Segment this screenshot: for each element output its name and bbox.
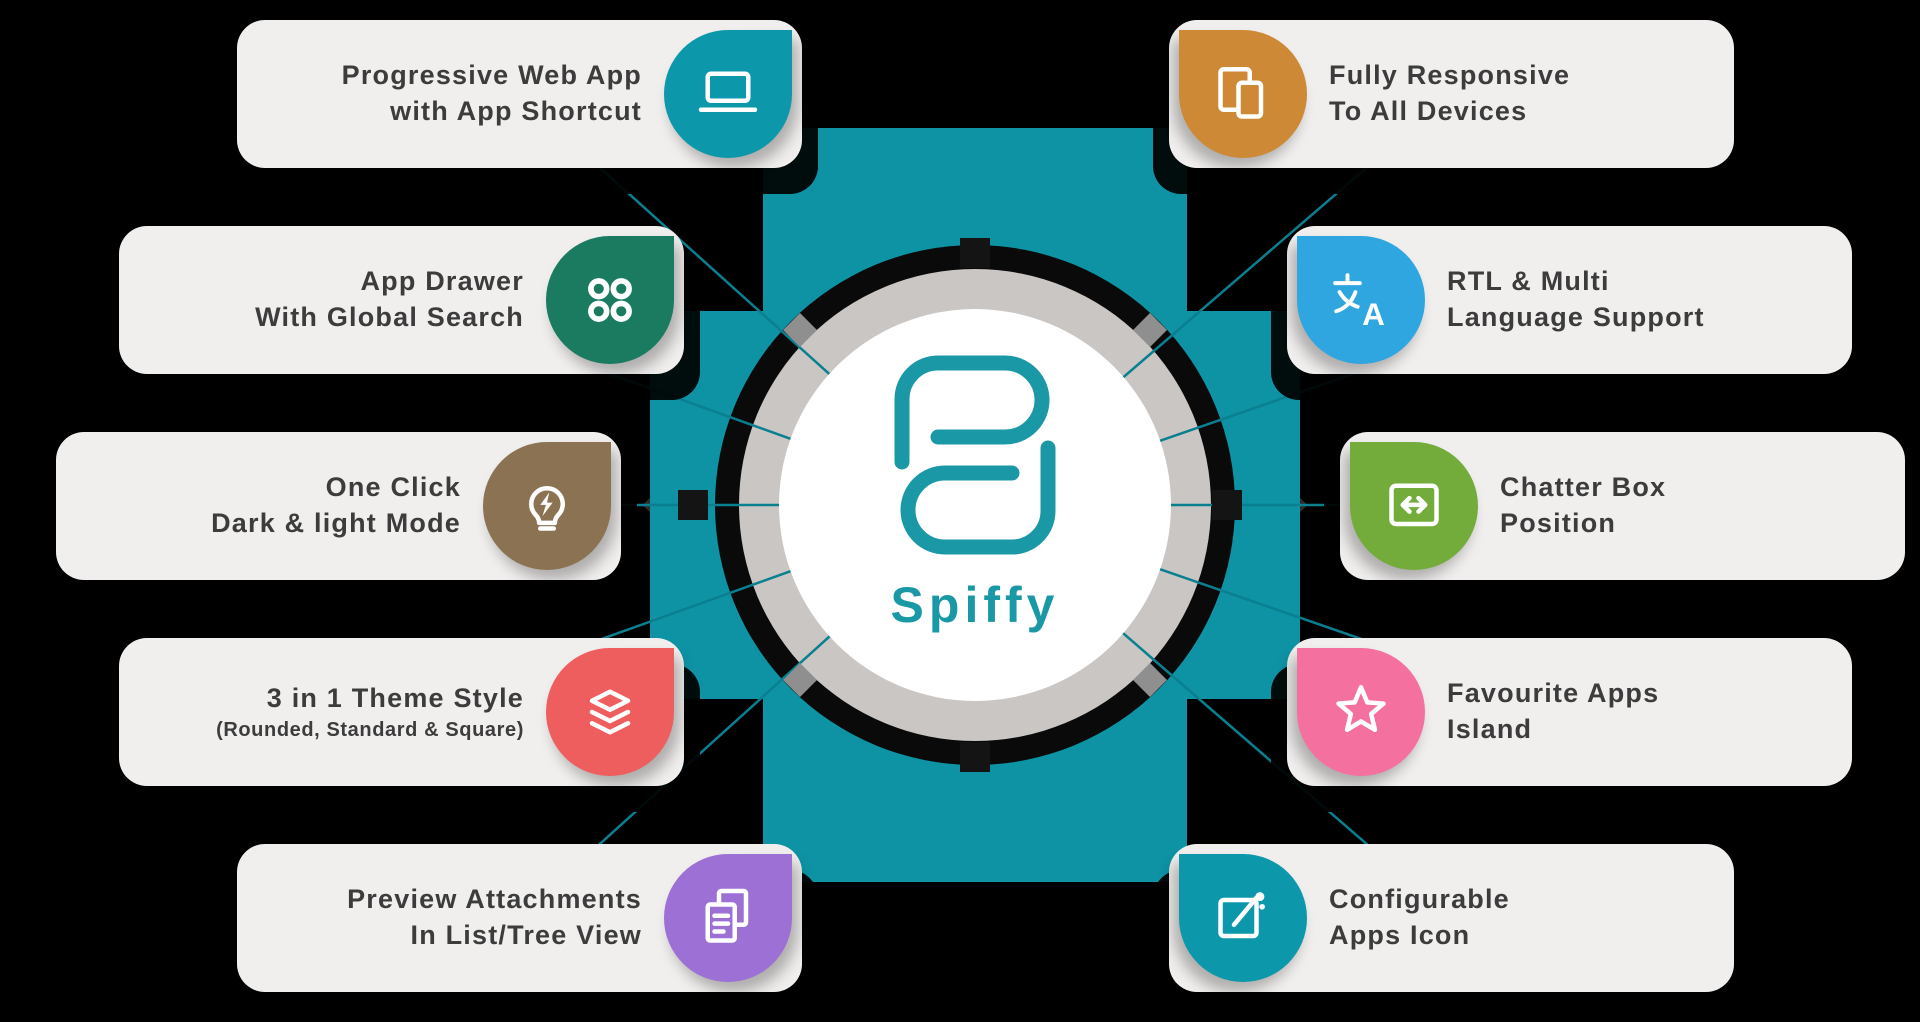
feature-card-favourite-apps: Favourite Apps Island xyxy=(1287,638,1852,786)
leaf-badge xyxy=(1179,30,1307,158)
ring-notches xyxy=(678,238,1242,772)
dark-light-mode-icon xyxy=(529,486,565,531)
chatter-box-icon xyxy=(1389,483,1439,527)
feature-line1: Progressive Web App xyxy=(341,60,642,91)
feature-line1: Fully Responsive xyxy=(1329,60,1571,91)
theme-layers-icon xyxy=(589,689,631,735)
laptop-icon xyxy=(698,71,758,112)
feature-card-preview-attachments: Preview Attachments In List/Tree View xyxy=(237,844,802,992)
feature-line2: With Global Search xyxy=(255,302,524,332)
feature-line2: (Rounded, Standard & Square) xyxy=(216,718,524,741)
feature-line1: 3 in 1 Theme Style xyxy=(266,682,524,713)
feature-line2: In List/Tree View xyxy=(410,920,642,950)
feature-line1: Preview Attachments xyxy=(347,884,642,915)
spiffy-wordmark: Spiffy xyxy=(890,577,1060,633)
feature-card-configurable-apps: Configurable Apps Icon xyxy=(1169,844,1734,992)
leaf-badge xyxy=(1179,854,1307,982)
feature-line2: with App Shortcut xyxy=(390,96,642,126)
feature-label: Preview Attachments In List/Tree View xyxy=(237,882,664,953)
translate-icon: A xyxy=(1333,273,1385,332)
hub-white-circle xyxy=(779,309,1171,701)
feature-card-app-drawer: App Drawer With Global Search xyxy=(119,226,684,374)
feature-line2: To All Devices xyxy=(1329,96,1528,126)
feature-label: Favourite Apps Island xyxy=(1425,676,1852,747)
responsive-devices-icon xyxy=(1218,67,1264,119)
leaf-badge xyxy=(1297,648,1425,776)
feature-line1: RTL & Multi xyxy=(1447,266,1610,297)
leaf-badge xyxy=(1350,442,1478,570)
feature-card-chatter-box: Chatter Box Position xyxy=(1340,432,1905,580)
feature-label: RTL & Multi Language Support xyxy=(1425,264,1852,335)
feature-line2: Language Support xyxy=(1447,302,1705,332)
feature-line2: Island xyxy=(1447,714,1533,744)
feature-label: App Drawer With Global Search xyxy=(119,264,546,335)
feature-card-theme-style: 3 in 1 Theme Style (Rounded, Standard & … xyxy=(119,638,684,786)
leaf-badge xyxy=(483,442,611,570)
configurable-apps-icon xyxy=(1218,892,1265,939)
feature-line1: Chatter Box xyxy=(1500,472,1667,503)
leaf-badge xyxy=(664,854,792,982)
svg-text:A: A xyxy=(1362,296,1385,332)
feature-line2: Position xyxy=(1500,508,1617,538)
feature-label: Fully Responsive To All Devices xyxy=(1307,58,1734,129)
star-icon xyxy=(1336,685,1386,733)
attachments-icon xyxy=(705,888,749,943)
leaf-badge: A xyxy=(1297,236,1425,364)
feature-line1: One Click xyxy=(325,472,461,503)
leaf-badge xyxy=(546,648,674,776)
feature-line2: Dark & light Mode xyxy=(211,508,461,538)
feature-label: One Click Dark & light Mode xyxy=(56,470,483,541)
leaf-badge xyxy=(546,236,674,364)
feature-label: Chatter Box Position xyxy=(1478,470,1905,541)
leaf-badge xyxy=(664,30,792,158)
feature-line1: App Drawer xyxy=(360,266,524,297)
feature-card-fully-responsive: Fully Responsive To All Devices xyxy=(1169,20,1734,168)
feature-label: Configurable Apps Icon xyxy=(1307,882,1734,953)
feature-card-progressive-web-app: Progressive Web App with App Shortcut xyxy=(237,20,802,168)
feature-label: 3 in 1 Theme Style (Rounded, Standard & … xyxy=(119,681,546,743)
feature-card-rtl-language: A RTL & Multi Language Support xyxy=(1287,226,1852,374)
feature-card-dark-light-mode: One Click Dark & light Mode xyxy=(56,432,621,580)
feature-line2: Apps Icon xyxy=(1329,920,1471,950)
app-drawer-icon xyxy=(588,278,632,322)
spiffy-logo xyxy=(894,355,1056,555)
feature-line1: Configurable xyxy=(1329,884,1510,915)
feature-line1: Favourite Apps xyxy=(1447,678,1660,709)
feature-label: Progressive Web App with App Shortcut xyxy=(237,58,664,129)
